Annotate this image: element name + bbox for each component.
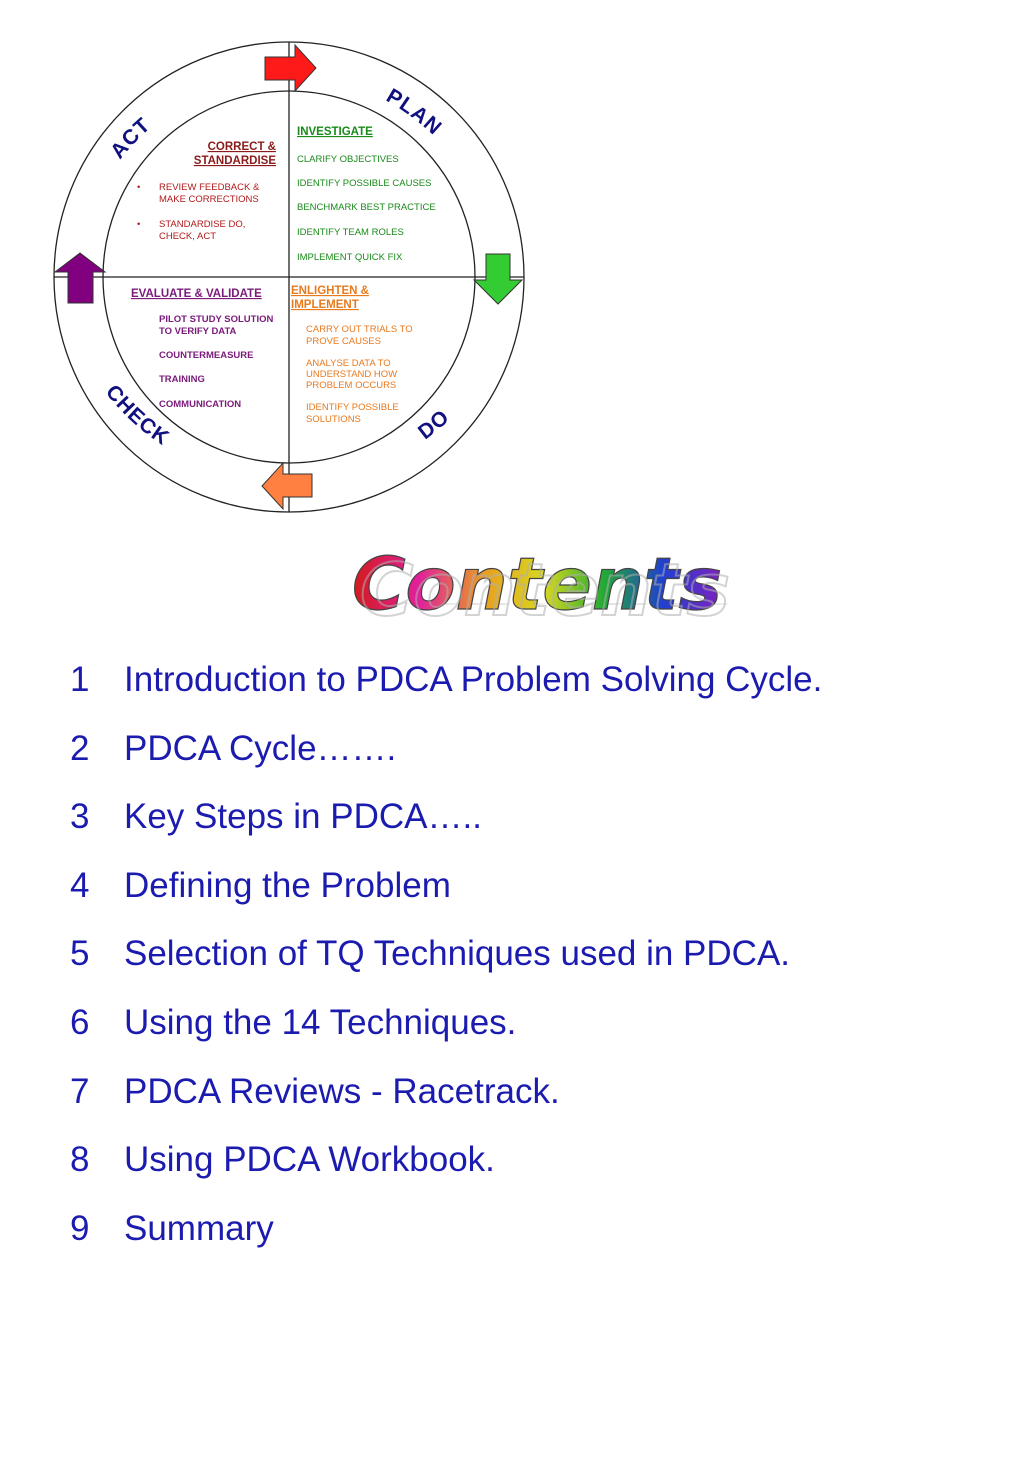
- check-heading: EVALUATE & VALIDATE: [131, 288, 262, 300]
- act-quadrant: CORRECT & STANDARDISE • REVIEW FEEDBACK …: [137, 141, 276, 242]
- toc-item-text: Defining the Problem: [124, 865, 451, 905]
- plan-item: BENCHMARK BEST PRACTICE: [297, 202, 436, 213]
- toc-item-number: 9: [70, 1208, 90, 1248]
- toc-item-text: PDCA Reviews - Racetrack.: [124, 1071, 560, 1111]
- toc-item-number: 3: [70, 797, 90, 837]
- toc-item[interactable]: 5 Selection of TQ Techniques used in PDCA…: [70, 928, 822, 997]
- plan-item: IDENTIFY POSSIBLE CAUSES: [297, 178, 431, 189]
- plan-item: CLARIFY OBJECTIVES: [297, 154, 399, 165]
- act-heading-line2: STANDARDISE: [194, 155, 277, 167]
- toc-item[interactable]: 3 Key Steps in PDCA…..: [70, 791, 822, 860]
- arrow-left-icon: [261, 461, 313, 511]
- contents-title-text: Contents: [352, 542, 722, 626]
- act-item: CHECK, ACT: [159, 231, 216, 242]
- do-item: ANALYSE DATA TO: [306, 358, 391, 369]
- act-heading-line1: CORRECT &: [208, 141, 276, 153]
- toc-item-number: 4: [70, 865, 90, 905]
- arrow-down-icon: [472, 253, 524, 305]
- do-item: IDENTIFY POSSIBLE: [306, 402, 399, 413]
- toc-item-text: Selection of TQ Techniques used in PDCA.: [124, 934, 791, 974]
- toc-item[interactable]: 1 Introduction to PDCA Problem Solving Cy…: [70, 654, 822, 723]
- table-of-contents: 1 Introduction to PDCA Problem Solving Cy…: [70, 654, 822, 1271]
- bullet-icon: •: [137, 219, 140, 230]
- toc-item-text: Using the 14 Techniques.: [124, 1002, 517, 1042]
- toc-item-number: 5: [70, 934, 90, 974]
- toc-item-number: 2: [70, 728, 90, 768]
- check-quadrant: EVALUATE & VALIDATE PILOT STUDY SOLUTION…: [131, 288, 273, 410]
- toc-item-number: 1: [70, 660, 90, 699]
- contents-wordart-title: Contents Contents Contents: [351, 541, 732, 633]
- toc-item[interactable]: 4 Defining the Problem: [70, 860, 822, 929]
- toc-item-number: 8: [70, 1140, 90, 1180]
- toc-item-number: 7: [70, 1071, 90, 1111]
- toc-item-number: 6: [70, 1002, 90, 1042]
- contents-title-shadow: Contents: [357, 603, 732, 605]
- check-item: PILOT STUDY SOLUTION: [159, 314, 273, 325]
- toc-item[interactable]: 8 Using PDCA Workbook.: [70, 1134, 822, 1203]
- arrow-right-icon: [264, 43, 317, 93]
- toc-item[interactable]: 7 PDCA Reviews - Racetrack.: [70, 1066, 822, 1135]
- check-item: TO VERIFY DATA: [159, 326, 237, 337]
- toc-item-text: Summary: [124, 1208, 274, 1248]
- do-item: UNDERSTAND HOW: [306, 369, 397, 380]
- bullet-icon: •: [137, 182, 140, 193]
- plan-quadrant: INVESTIGATE CLARIFY OBJECTIVES IDENTIFY …: [297, 126, 436, 263]
- act-item: MAKE CORRECTIONS: [159, 194, 259, 205]
- act-item: REVIEW FEEDBACK &: [159, 182, 260, 193]
- do-item: SOLUTIONS: [306, 414, 361, 425]
- do-heading-line2: IMPLEMENT: [291, 299, 359, 311]
- check-item: TRAINING: [159, 374, 205, 385]
- do-item: PROBLEM OCCURS: [306, 380, 396, 391]
- plan-heading: INVESTIGATE: [297, 126, 373, 138]
- phase-label-plan: PLAN: [382, 84, 446, 139]
- do-quadrant: ENLIGHTEN & IMPLEMENT CARRY OUT TRIALS T…: [291, 285, 413, 425]
- toc-item[interactable]: 9 Summary: [70, 1203, 822, 1272]
- do-item: CARRY OUT TRIALS TO: [306, 324, 413, 335]
- phase-label-do: DO: [414, 405, 454, 444]
- arrow-up-icon: [53, 252, 107, 304]
- toc-item[interactable]: 2 PDCA Cycle…….: [70, 723, 822, 792]
- check-item: COUNTERMEASURE: [159, 350, 253, 361]
- toc-item-text: Introduction to PDCA Problem Solving Cyc…: [124, 660, 823, 699]
- plan-item: IMPLEMENT QUICK FIX: [297, 252, 403, 263]
- do-item: PROVE CAUSES: [306, 336, 381, 347]
- toc-item-text: Key Steps in PDCA…..: [124, 797, 482, 837]
- check-item: COMMUNICATION: [159, 399, 241, 410]
- contents-title-echo: Contents: [360, 548, 730, 632]
- phase-label-check: CHECK: [101, 381, 174, 450]
- do-heading-line1: ENLIGHTEN &: [291, 285, 369, 297]
- toc-item[interactable]: 6 Using the 14 Techniques.: [70, 997, 822, 1066]
- toc-item-text: Using PDCA Workbook.: [124, 1140, 495, 1180]
- pdca-cycle-diagram: PLAN ACT DO CHECK INVESTIGATE CLARIFY OB…: [53, 41, 525, 513]
- toc-item-text: PDCA Cycle…….: [124, 728, 397, 768]
- act-item: STANDARDISE DO,: [159, 219, 245, 230]
- plan-item: IDENTIFY TEAM ROLES: [297, 227, 404, 238]
